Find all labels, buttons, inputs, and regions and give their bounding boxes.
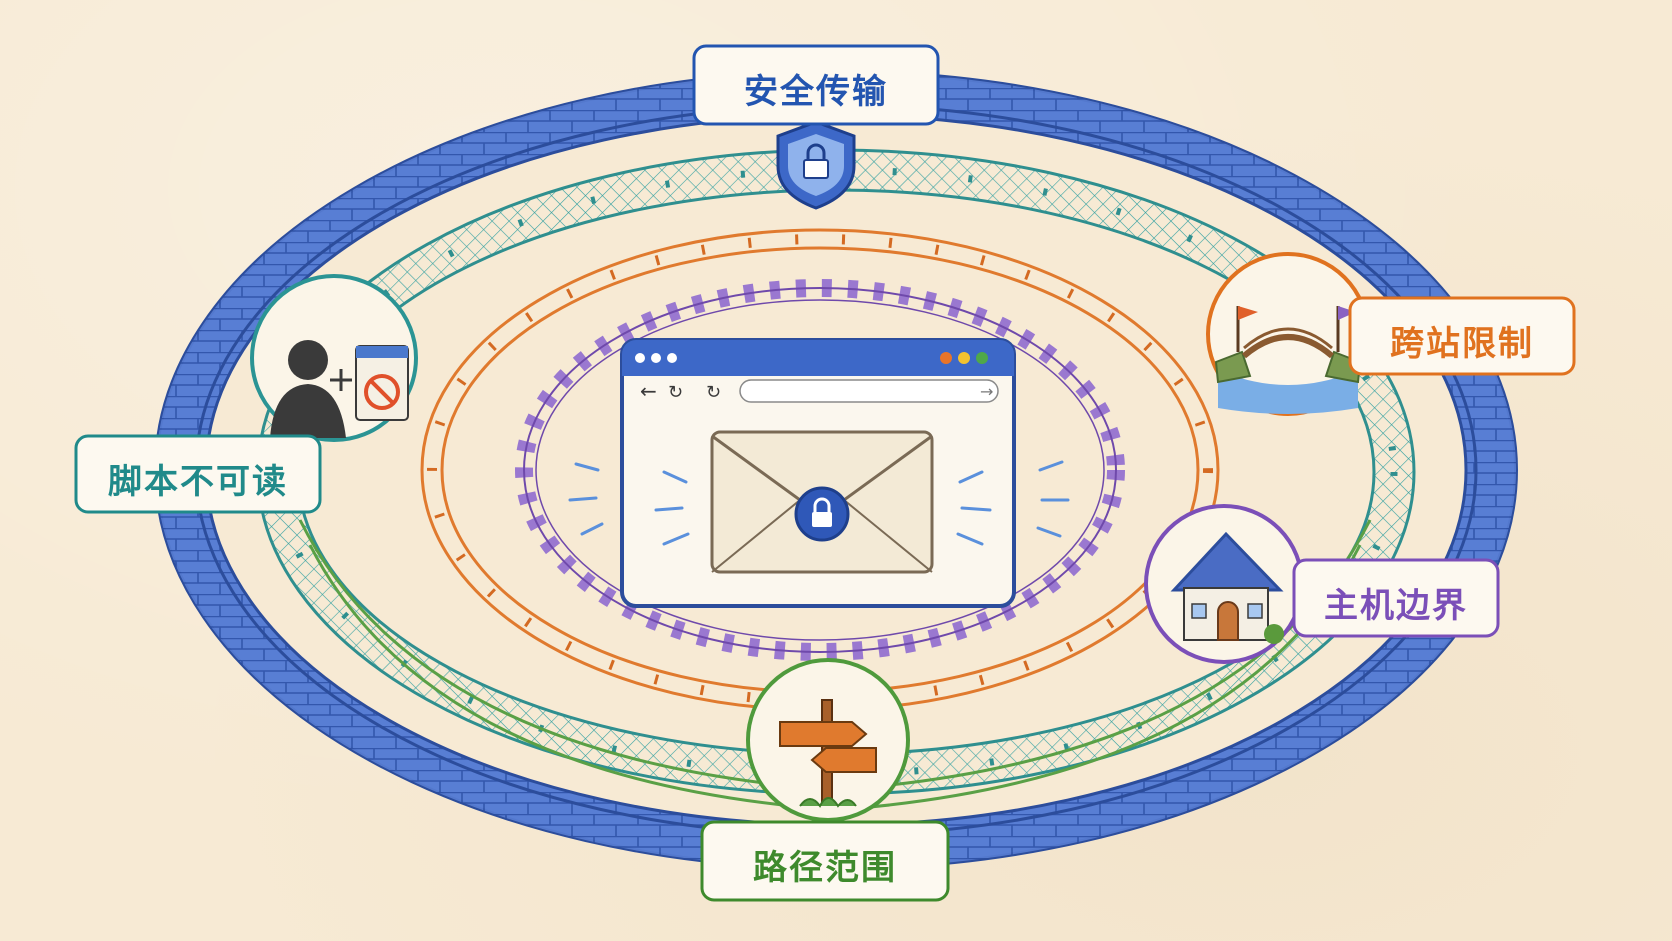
bridge-icon — [1206, 252, 1370, 416]
host-boundary-label: 主机边界 — [1324, 586, 1468, 626]
svg-text:↻: ↻ — [668, 382, 683, 403]
cross-site-restriction-label: 跨站限制 — [1390, 324, 1534, 364]
picket-fence — [515, 279, 1125, 661]
shield-lock-icon — [776, 120, 856, 210]
script-unreadable-callout — [74, 434, 322, 514]
house-icon — [1144, 504, 1304, 664]
signpost-icon — [746, 658, 910, 822]
cross-site-restriction-callout — [1348, 296, 1576, 376]
path-scope-callout — [700, 820, 950, 902]
svg-text:→: → — [980, 382, 993, 401]
host-boundary-callout — [1292, 558, 1500, 638]
svg-text:↻: ↻ — [706, 382, 721, 403]
person-blocked-icon — [250, 274, 418, 442]
secure-transmission-label: 安全传输 — [744, 72, 888, 112]
script-unreadable-label: 脚本不可读 — [108, 462, 288, 502]
svg-text:←: ← — [640, 379, 657, 403]
path-scope-label: 路径范围 — [753, 848, 897, 888]
secure-transmission-callout — [692, 44, 940, 126]
sealed-envelope-icon — [568, 430, 1070, 574]
